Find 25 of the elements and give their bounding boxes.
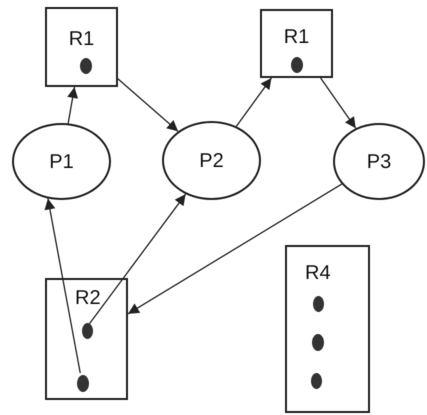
arrow (320, 78, 356, 129)
instance-dot (313, 296, 324, 312)
resource-box (45, 278, 128, 400)
node-label: R2 (75, 288, 101, 308)
instance-dot (311, 373, 322, 389)
instance-dot (312, 334, 324, 351)
arrow (236, 78, 272, 127)
arrow (118, 78, 179, 132)
arrow (44, 198, 81, 374)
resource-box (45, 7, 118, 87)
arrow (89, 194, 186, 324)
instance-dot (291, 57, 303, 73)
instance-dot (77, 375, 89, 392)
node-label: R1 (68, 29, 94, 49)
instance-dot (80, 58, 92, 74)
node-label: P3 (366, 152, 392, 172)
resource-box (285, 245, 370, 413)
arrow (128, 184, 342, 314)
node-label: R4 (305, 263, 331, 283)
instance-dot (82, 323, 93, 339)
node-label: R1 (284, 27, 310, 47)
resource-box (260, 9, 333, 78)
node-label: P2 (199, 150, 224, 170)
arrow (67, 86, 78, 124)
node-label: P1 (49, 152, 74, 172)
